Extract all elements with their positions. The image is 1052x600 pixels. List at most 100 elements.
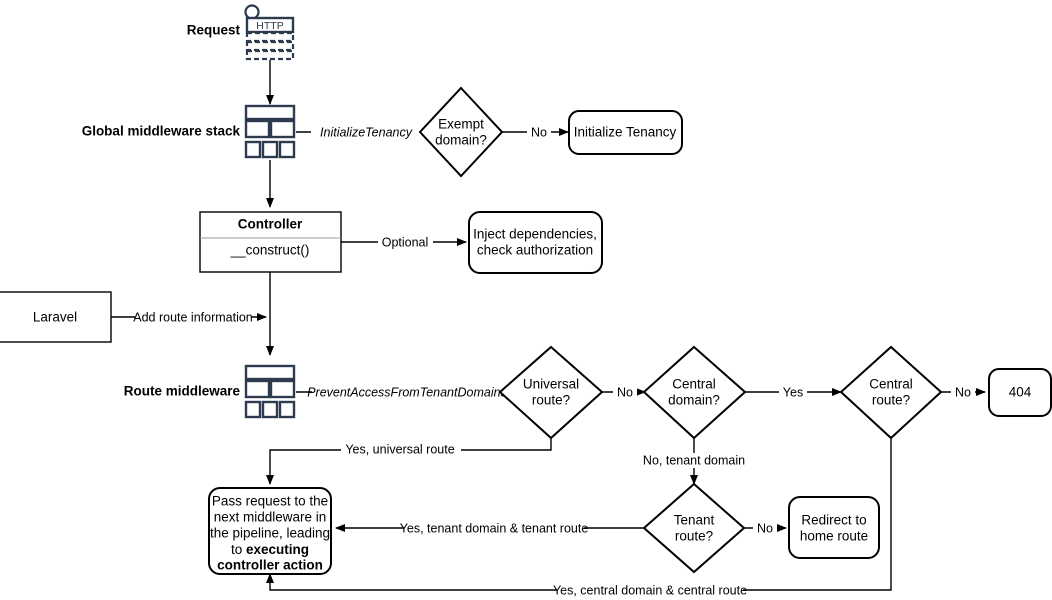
global-mw-icon-mid-right: [269, 119, 296, 139]
pass-request-label-line4: to executing: [231, 542, 309, 557]
exempt-domain-label-line2: domain?: [435, 133, 487, 148]
node-404[interactable]: 404: [988, 368, 1052, 417]
node-initialize-tenancy[interactable]: Initialize Tenancy: [568, 110, 683, 155]
tenant-route-label-line1: Tenant: [674, 513, 715, 528]
controller-method-label: __construct(): [230, 243, 310, 258]
route-mw-icon-bot-3: [278, 400, 296, 419]
node-exempt-domain[interactable]: Exempt domain?: [418, 86, 504, 178]
edge-label-bg-yes-central-domain-central-route: [557, 583, 743, 598]
edge-label-bg-yes-universal-route: [341, 443, 461, 458]
inject-dependencies-label-line1: Inject dependencies,: [473, 227, 597, 242]
http-icon-row-1: [245, 31, 295, 43]
pass-request-label-line1: Pass request to the: [212, 494, 328, 509]
initialize-tenancy-label: Initialize Tenancy: [574, 125, 677, 140]
central-domain-label-line1: Central: [672, 377, 716, 392]
central-domain-label-line2: domain?: [668, 393, 720, 408]
central-domain-diamond[interactable]: [642, 345, 747, 440]
tenant-route-diamond[interactable]: [642, 482, 746, 574]
node-universal-route[interactable]: Universal route?: [498, 345, 604, 440]
pass-request-label-line5: controller action: [217, 558, 323, 573]
middleware-stack-icon-route: [244, 364, 296, 419]
http-badge-label: HTTP: [256, 20, 283, 32]
lane-label-request: Request: [187, 23, 241, 38]
node-central-domain[interactable]: Central domain?: [642, 345, 747, 440]
route-mw-icon-top-bar: [244, 364, 296, 381]
edge-label-bg-yes-tenant-domain-tenant-route: [404, 521, 584, 536]
global-mw-icon-bot-1: [244, 140, 262, 159]
pass-request-line4-bold: executing: [246, 542, 309, 557]
global-mw-icon-bot-2: [261, 140, 279, 159]
exempt-domain-label-line1: Exempt: [438, 117, 484, 132]
route-mw-icon-mid-left: [244, 379, 271, 399]
edge-label-tenant-route-no: No: [757, 521, 773, 535]
edge-label-bg-exempt-no: [527, 125, 551, 140]
universal-route-diamond[interactable]: [498, 345, 604, 440]
edge-label-bg-central-route-no: [951, 385, 975, 400]
redirect-home-label-line2: home route: [800, 529, 868, 544]
edge-label-universal-no: No: [617, 385, 633, 399]
http-icon-header: [245, 16, 295, 34]
edge-label-bg-add-route-information: [135, 310, 251, 325]
tenant-route-label-line2: route?: [675, 529, 713, 544]
edge-label-central-domain-no-tenant: No, tenant domain: [643, 453, 745, 467]
global-mw-icon-bot-3: [278, 140, 296, 159]
edge-label-optional: Optional: [382, 235, 429, 249]
global-mw-icon-top-bar: [244, 104, 296, 121]
http-icon-circle: [244, 4, 260, 20]
edge-label-bg-central-domain-no-tenant: [637, 453, 751, 468]
controller-title: Controller: [238, 217, 303, 232]
edge-label-bg-tenant-route-no: [753, 521, 777, 536]
not-found-box[interactable]: [988, 368, 1052, 417]
central-route-label-line1: Central: [869, 377, 913, 392]
universal-route-label-line2: route?: [532, 393, 570, 408]
lane-label-route-middleware: Route middleware: [124, 384, 241, 399]
edge-label-add-route-information: Add route information: [133, 310, 253, 324]
central-route-diamond[interactable]: [839, 345, 943, 440]
node-central-route[interactable]: Central route?: [839, 345, 943, 440]
exempt-domain-diamond[interactable]: [418, 86, 504, 178]
edge-label-bg-central-domain-yes: [779, 385, 807, 400]
laravel-label: Laravel: [33, 310, 77, 325]
inject-dependencies-box[interactable]: [468, 211, 603, 274]
edge-label-initialize-tenancy: InitializeTenancy: [320, 125, 413, 139]
node-tenant-route[interactable]: Tenant route?: [642, 482, 746, 574]
middleware-stack-icon-global: [244, 104, 296, 159]
edge-label-yes-central-domain-central-route: Yes, central domain & central route: [553, 583, 747, 597]
http-icon-row-3: [245, 49, 295, 61]
node-laravel[interactable]: Laravel: [0, 291, 112, 343]
http-icon-row-2: [245, 40, 295, 52]
not-found-label: 404: [1009, 385, 1032, 400]
pass-request-label-line3: the pipeline, leading: [210, 526, 330, 541]
pass-request-box[interactable]: [208, 487, 332, 575]
node-controller[interactable]: Controller __construct(): [199, 211, 342, 273]
inject-dependencies-label-line2: check authorization: [477, 243, 593, 258]
pass-request-line4-normal: to: [231, 542, 246, 557]
route-mw-icon-mid-right: [269, 379, 296, 399]
edge-label-bg-initialize-tenancy: [311, 125, 421, 140]
edge-label-prevent-access: PreventAccessFromTenantDomains: [307, 385, 507, 399]
lane-label-global-middleware-stack: Global middleware stack: [82, 124, 241, 139]
edge-label-bg-optional: [378, 235, 433, 250]
universal-route-label-line1: Universal: [523, 377, 579, 392]
controller-box[interactable]: [199, 211, 342, 273]
http-request-icon: HTTP: [244, 4, 295, 61]
pass-request-label-line2: next middleware in: [214, 510, 327, 525]
global-mw-icon-mid-left: [244, 119, 271, 139]
edge-label-central-domain-yes: Yes: [783, 385, 803, 399]
node-redirect-home-route[interactable]: Redirect to home route: [788, 496, 880, 559]
node-pass-request[interactable]: Pass request to the next middleware in t…: [208, 487, 332, 575]
route-mw-icon-bot-1: [244, 400, 262, 419]
central-route-label-line2: route?: [872, 393, 910, 408]
node-inject-dependencies[interactable]: Inject dependencies, check authorization: [468, 211, 603, 274]
edge-label-yes-tenant-domain-tenant-route: Yes, tenant domain & tenant route: [400, 521, 589, 535]
route-mw-icon-bot-2: [261, 400, 279, 419]
laravel-box[interactable]: [0, 291, 112, 343]
edge-label-bg-universal-no: [613, 385, 637, 400]
edge-label-exempt-no: No: [531, 125, 547, 139]
initialize-tenancy-box[interactable]: [568, 110, 683, 155]
redirect-home-label-line1: Redirect to: [801, 513, 866, 528]
edge-label-central-route-no: No: [955, 385, 971, 399]
redirect-home-box[interactable]: [788, 496, 880, 559]
